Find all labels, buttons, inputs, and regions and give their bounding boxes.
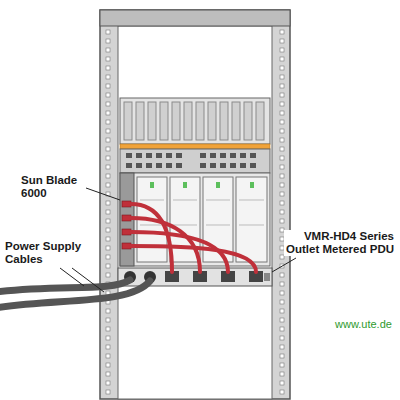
part-label: VMR-HD4 Series Outlet Metered PDU xyxy=(284,230,395,256)
watermark: www.ute.de xyxy=(334,318,393,331)
part-label: Power Supply Cables xyxy=(4,240,84,266)
part-label: Sun Blade 6000 xyxy=(20,174,80,200)
